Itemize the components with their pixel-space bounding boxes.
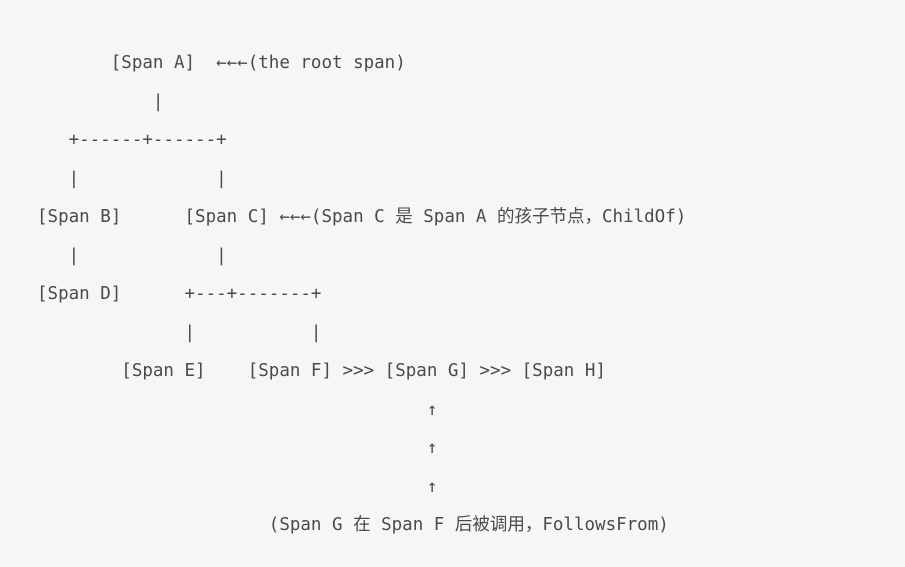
ascii-line-follows-from-caption: (Span G 在 Span F 后被调用，FollowsFrom) (37, 515, 669, 535)
ascii-line-follows-arrow-2: ↑ (37, 438, 438, 458)
ascii-line-span-d-sub-connector: [Span D] +---+-------+ (37, 284, 322, 304)
ascii-line-follows-arrow-3: ↑ (37, 476, 438, 497)
ascii-line-span-b-span-c: [Span B] [Span C] ←←←(Span C 是 Span A 的孩… (37, 207, 687, 227)
ascii-line-span-e-f-g-h: [Span E] [Span F] >>> [Span G] >>> [Span… (37, 361, 606, 381)
ascii-line-follows-arrow-1: ↑ (37, 399, 438, 420)
ascii-line-root-stem: | (37, 91, 164, 112)
span-tree-ascii-art: [Span A] ←←←(the root span) | +------+--… (37, 44, 686, 545)
ascii-line-branch-stems-bc: | | (37, 168, 227, 189)
ascii-line-branch-stems-ef: | | (37, 322, 322, 343)
ascii-line-span-a-root: [Span A] ←←←(the root span) (37, 53, 406, 73)
ascii-line-top-branch-connector: +------+------+ (37, 130, 227, 150)
ascii-line-branch-stems-dc: | | (37, 245, 227, 266)
